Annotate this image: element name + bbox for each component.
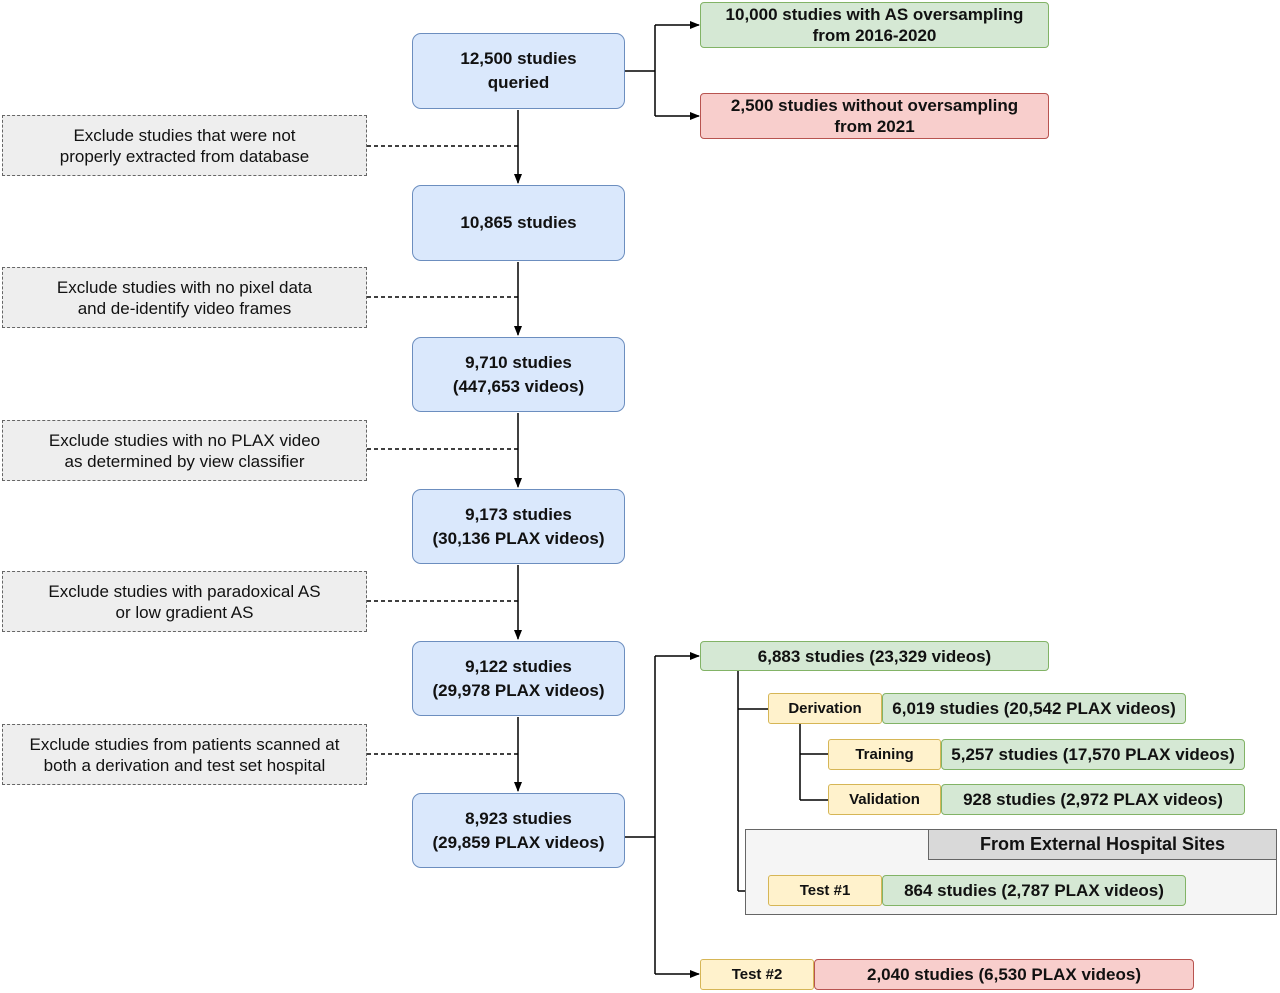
exclusion-paradoxical-as: Exclude studies with paradoxical AS or l…: [2, 571, 367, 632]
external-sites-title: From External Hospital Sites: [928, 829, 1277, 860]
exclusion-extraction: Exclude studies that were not properly e…: [2, 115, 367, 176]
validation-value: 928 studies (2,972 PLAX videos): [941, 784, 1245, 815]
derivation-value: 6,019 studies (20,542 PLAX videos): [882, 693, 1186, 724]
flow-step-extracted: 10,865 studies: [412, 185, 625, 261]
exclusion-pixel-data: Exclude studies with no pixel data and d…: [2, 267, 367, 328]
flow-step-as-filter: 9,122 studies (29,978 PLAX videos): [412, 641, 625, 716]
oversampling-box: 10,000 studies with AS oversampling from…: [700, 2, 1049, 48]
test1-value: 864 studies (2,787 PLAX videos): [882, 875, 1186, 906]
no-oversampling-box: 2,500 studies without oversampling from …: [700, 93, 1049, 139]
exclusion-no-plax: Exclude studies with no PLAX video as de…: [2, 420, 367, 481]
combined-box: 6,883 studies (23,329 videos): [700, 641, 1049, 671]
flow-step-plax: 9,173 studies (30,136 PLAX videos): [412, 489, 625, 564]
training-label: Training: [828, 739, 941, 770]
test1-label: Test #1: [768, 875, 882, 906]
flow-step-queried: 12,500 studies queried: [412, 33, 625, 109]
validation-label: Validation: [828, 784, 941, 815]
training-value: 5,257 studies (17,570 PLAX videos): [941, 739, 1245, 770]
flow-step-pixel-data: 9,710 studies (447,653 videos): [412, 337, 625, 412]
flow-step-final: 8,923 studies (29,859 PLAX videos): [412, 793, 625, 868]
exclusion-overlap-hospital: Exclude studies from patients scanned at…: [2, 724, 367, 785]
derivation-label: Derivation: [768, 693, 882, 724]
test2-label: Test #2: [700, 959, 814, 990]
test2-value: 2,040 studies (6,530 PLAX videos): [814, 959, 1194, 990]
